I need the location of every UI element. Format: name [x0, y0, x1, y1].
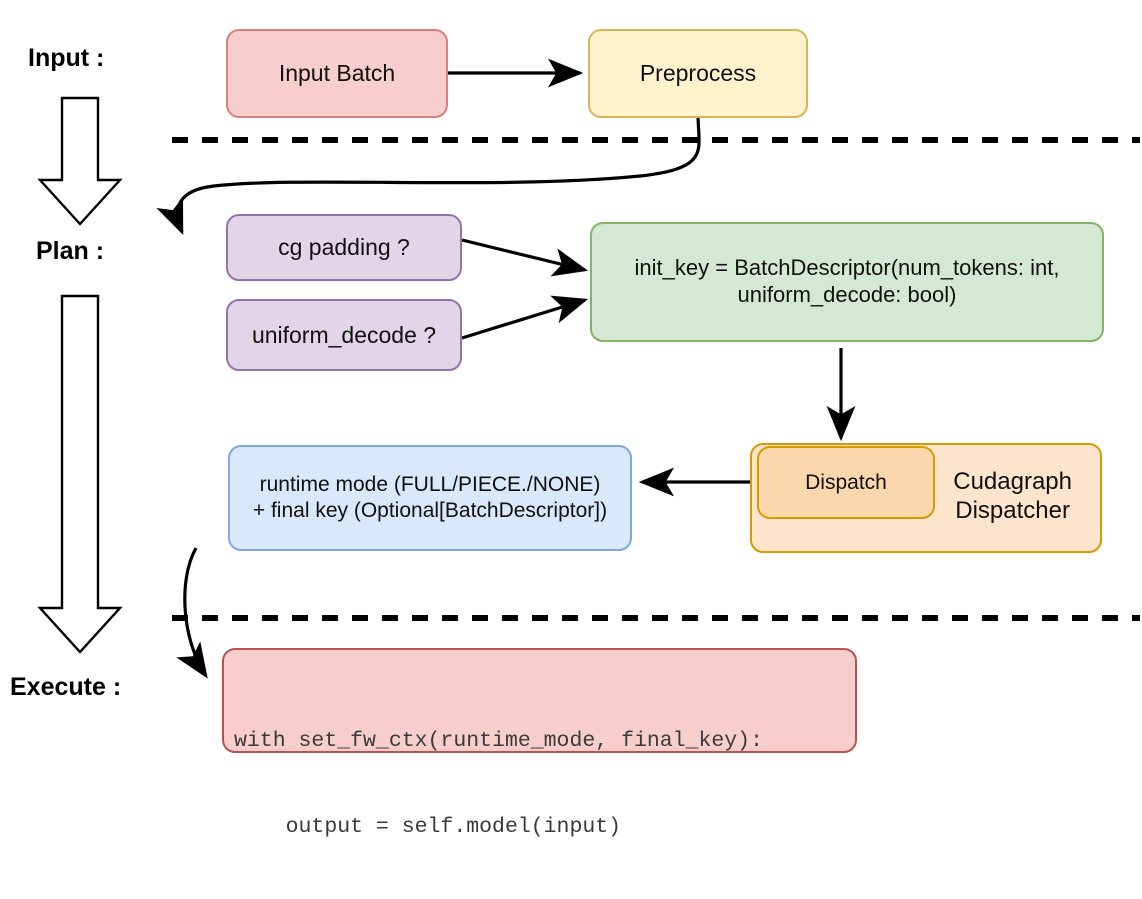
runtime-mode-to-code-arrow — [176, 547, 208, 679]
stage-label-plan: Plan : — [36, 237, 105, 265]
node-runtime-mode-line2: + final key (Optional[BatchDescriptor]) — [252, 499, 608, 522]
node-uniform-decode-label: uniform_decode ? — [251, 321, 437, 348]
node-execute-code-block[interactable]: with set_fw_ctx(runtime_mode, final_key)… — [222, 648, 857, 839]
node-init-key[interactable]: init_key = BatchDescriptor(num_tokens: i… — [590, 222, 1104, 342]
stage-label-execute: Execute : — [10, 673, 122, 701]
node-runtime-mode[interactable]: runtime mode (FULL/PIECE./NONE) + final … — [228, 445, 632, 551]
input-to-plan-block-arrow — [37, 96, 123, 226]
stage-label-input: Input : — [28, 44, 105, 72]
node-cg-padding-label: cg padding ? — [278, 234, 410, 261]
uniform-decode-to-init-key-arrow — [461, 295, 589, 340]
node-runtime-mode-line1: runtime mode (FULL/PIECE./NONE) — [259, 473, 601, 497]
node-cudagraph-dispatcher-line2: Dispatcher — [955, 497, 1070, 525]
plan-to-execute-block-arrow — [37, 294, 123, 654]
node-dispatch[interactable]: Dispatch — [757, 446, 935, 519]
node-uniform-decode[interactable]: uniform_decode ? — [226, 299, 462, 371]
node-preprocess-label: Preprocess — [639, 60, 757, 87]
node-input-batch-label: Input Batch — [278, 60, 396, 87]
preprocess-to-cg-padding-arrow — [156, 113, 701, 235]
code-line-2: output = self.model(input) — [234, 814, 622, 839]
node-cudagraph-dispatcher-line1: Cudagraph — [953, 468, 1072, 495]
cg-padding-to-init-key-arrow — [461, 238, 589, 277]
node-init-key-line2: uniform_decode: bool) — [737, 282, 957, 307]
node-dispatch-label: Dispatch — [805, 470, 887, 494]
node-cg-padding[interactable]: cg padding ? — [226, 214, 462, 281]
diagram-canvas — [37, 58, 1140, 679]
node-init-key-line1: init_key = BatchDescriptor(num_tokens: i… — [634, 255, 1060, 281]
node-input-batch[interactable]: Input Batch — [226, 29, 448, 118]
code-line-1: with set_fw_ctx(runtime_mode, final_key)… — [234, 729, 763, 754]
node-preprocess[interactable]: Preprocess — [588, 29, 808, 118]
